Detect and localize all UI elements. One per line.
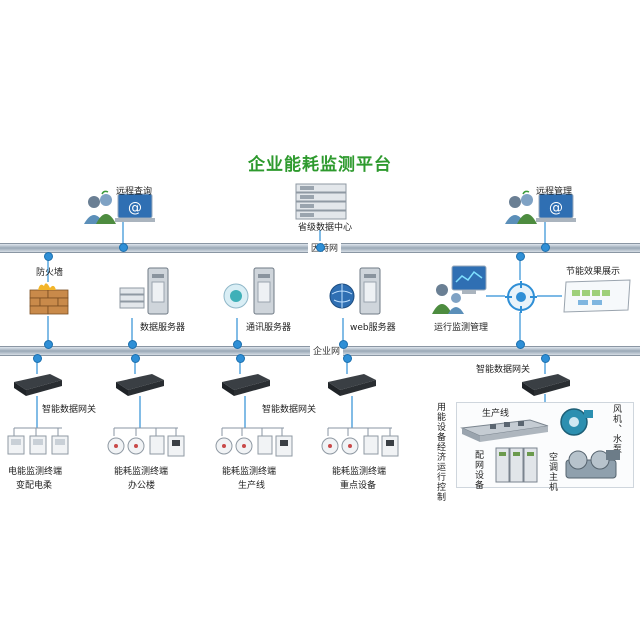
bus-node [316, 243, 325, 252]
comm-server-icon [223, 267, 275, 315]
bus-node [541, 243, 550, 252]
meter-group-icon [107, 435, 185, 457]
remote-query-label: 远程查询 [116, 187, 153, 197]
bus-node [119, 243, 128, 252]
meter-group-icon [7, 435, 69, 455]
firewall-label: 防火墙 [36, 268, 64, 278]
data-center-server-icon [295, 183, 347, 220]
bus-node [541, 354, 550, 363]
meter-group-icon [215, 435, 293, 457]
gateway-label: 智能数据网关 [42, 405, 97, 415]
terminal-title: 电能监测终端 [8, 467, 63, 477]
page-title: 企业能耗监测平台 [248, 155, 392, 175]
monitor-mgmt-icon [432, 265, 487, 314]
comm-server-label: 通讯服务器 [246, 323, 292, 333]
bus-node [236, 354, 245, 363]
bus-node [343, 354, 352, 363]
terminal-title: 能耗监测终端 [222, 467, 277, 477]
gateway-device-icon [116, 374, 164, 396]
remote-query-icon: @ [84, 190, 155, 224]
bus-node [516, 252, 525, 261]
svg-text:@: @ [549, 200, 563, 216]
meter-group-icon [321, 435, 399, 457]
bus-node [128, 340, 137, 349]
enterprise-bus-label: 企业网 [310, 344, 344, 357]
web-server-label: web服务器 [350, 323, 396, 333]
distribution-cabinet-icon [495, 447, 538, 483]
ac-host-label: 空调主机 [547, 452, 557, 492]
bus-node [33, 354, 42, 363]
remote-manage-label: 远程管理 [536, 187, 573, 197]
data-server-icon [119, 267, 169, 315]
firewall-icon [29, 283, 69, 315]
gateway-device-icon [328, 374, 376, 396]
distribution-label: 配网设备 [473, 450, 483, 490]
bus-node [233, 340, 242, 349]
web-server-icon [329, 267, 381, 315]
network-hub-icon [505, 281, 537, 313]
bus-node [131, 354, 140, 363]
energy-display-label: 节能效果展示 [566, 267, 621, 277]
bus-node [44, 252, 53, 261]
gateway-label: 智能数据网关 [476, 365, 531, 375]
terminal-location: 重点设备 [340, 481, 377, 491]
bus-node [516, 340, 525, 349]
terminal-location: 变配电柔 [16, 481, 53, 491]
bus-node [44, 340, 53, 349]
gateway-device-icon [522, 374, 570, 396]
gateway-label: 智能数据网关 [262, 405, 317, 415]
data-server-label: 数据服务器 [140, 323, 186, 333]
production-line-machine-icon [460, 419, 549, 442]
svg-text:@: @ [128, 200, 142, 216]
equipment-control-label: 用能设备经济运行控制 [435, 402, 445, 502]
remote-manage-icon: @ [505, 190, 576, 224]
terminal-location: 办公楼 [128, 481, 156, 491]
gateway-device-icon [222, 374, 270, 396]
bus-node [339, 340, 348, 349]
energy-display-screen-icon [563, 279, 631, 313]
data-center-label: 省级数据中心 [298, 223, 353, 233]
terminal-location: 生产线 [238, 481, 266, 491]
fan-pump-label: 风机、水泵 [611, 404, 621, 454]
production-line-label: 生产线 [482, 409, 510, 419]
monitor-mgmt-label: 运行监测管理 [434, 323, 489, 333]
terminal-title: 能耗监测终端 [332, 467, 387, 477]
terminal-title: 能耗监测终端 [114, 467, 169, 477]
ac-host-icon [565, 450, 620, 479]
fan-pump-icon [560, 408, 593, 436]
gateway-device-icon [14, 374, 62, 396]
